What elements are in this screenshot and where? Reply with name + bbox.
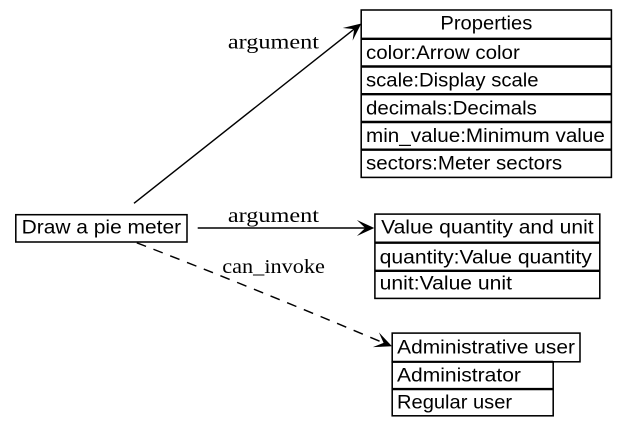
svg-text:argument: argument: [228, 32, 320, 54]
svg-text:Properties: Properties: [440, 13, 532, 34]
svg-text:Administrative user: Administrative user: [397, 337, 576, 358]
svg-text:decimals:Decimals: decimals:Decimals: [366, 98, 537, 119]
svg-text:Regular user: Regular user: [397, 393, 513, 414]
svg-text:min_value:Minimum value: min_value:Minimum value: [366, 126, 605, 147]
svg-text:Draw a pie meter: Draw a pie meter: [22, 218, 182, 239]
svg-text:Value quantity and unit: Value quantity and unit: [381, 218, 594, 239]
svg-text:Administrator: Administrator: [397, 365, 522, 386]
svg-text:scale:Display scale: scale:Display scale: [366, 71, 539, 92]
svg-text:argument: argument: [228, 205, 320, 227]
svg-text:can_invoke: can_invoke: [222, 256, 325, 278]
svg-text:color:Arrow color: color:Arrow color: [366, 43, 521, 64]
svg-text:quantity:Value quantity: quantity:Value quantity: [380, 248, 593, 269]
svg-text:sectors:Meter sectors: sectors:Meter sectors: [366, 154, 562, 175]
svg-text:unit:Value unit: unit:Value unit: [380, 273, 513, 294]
